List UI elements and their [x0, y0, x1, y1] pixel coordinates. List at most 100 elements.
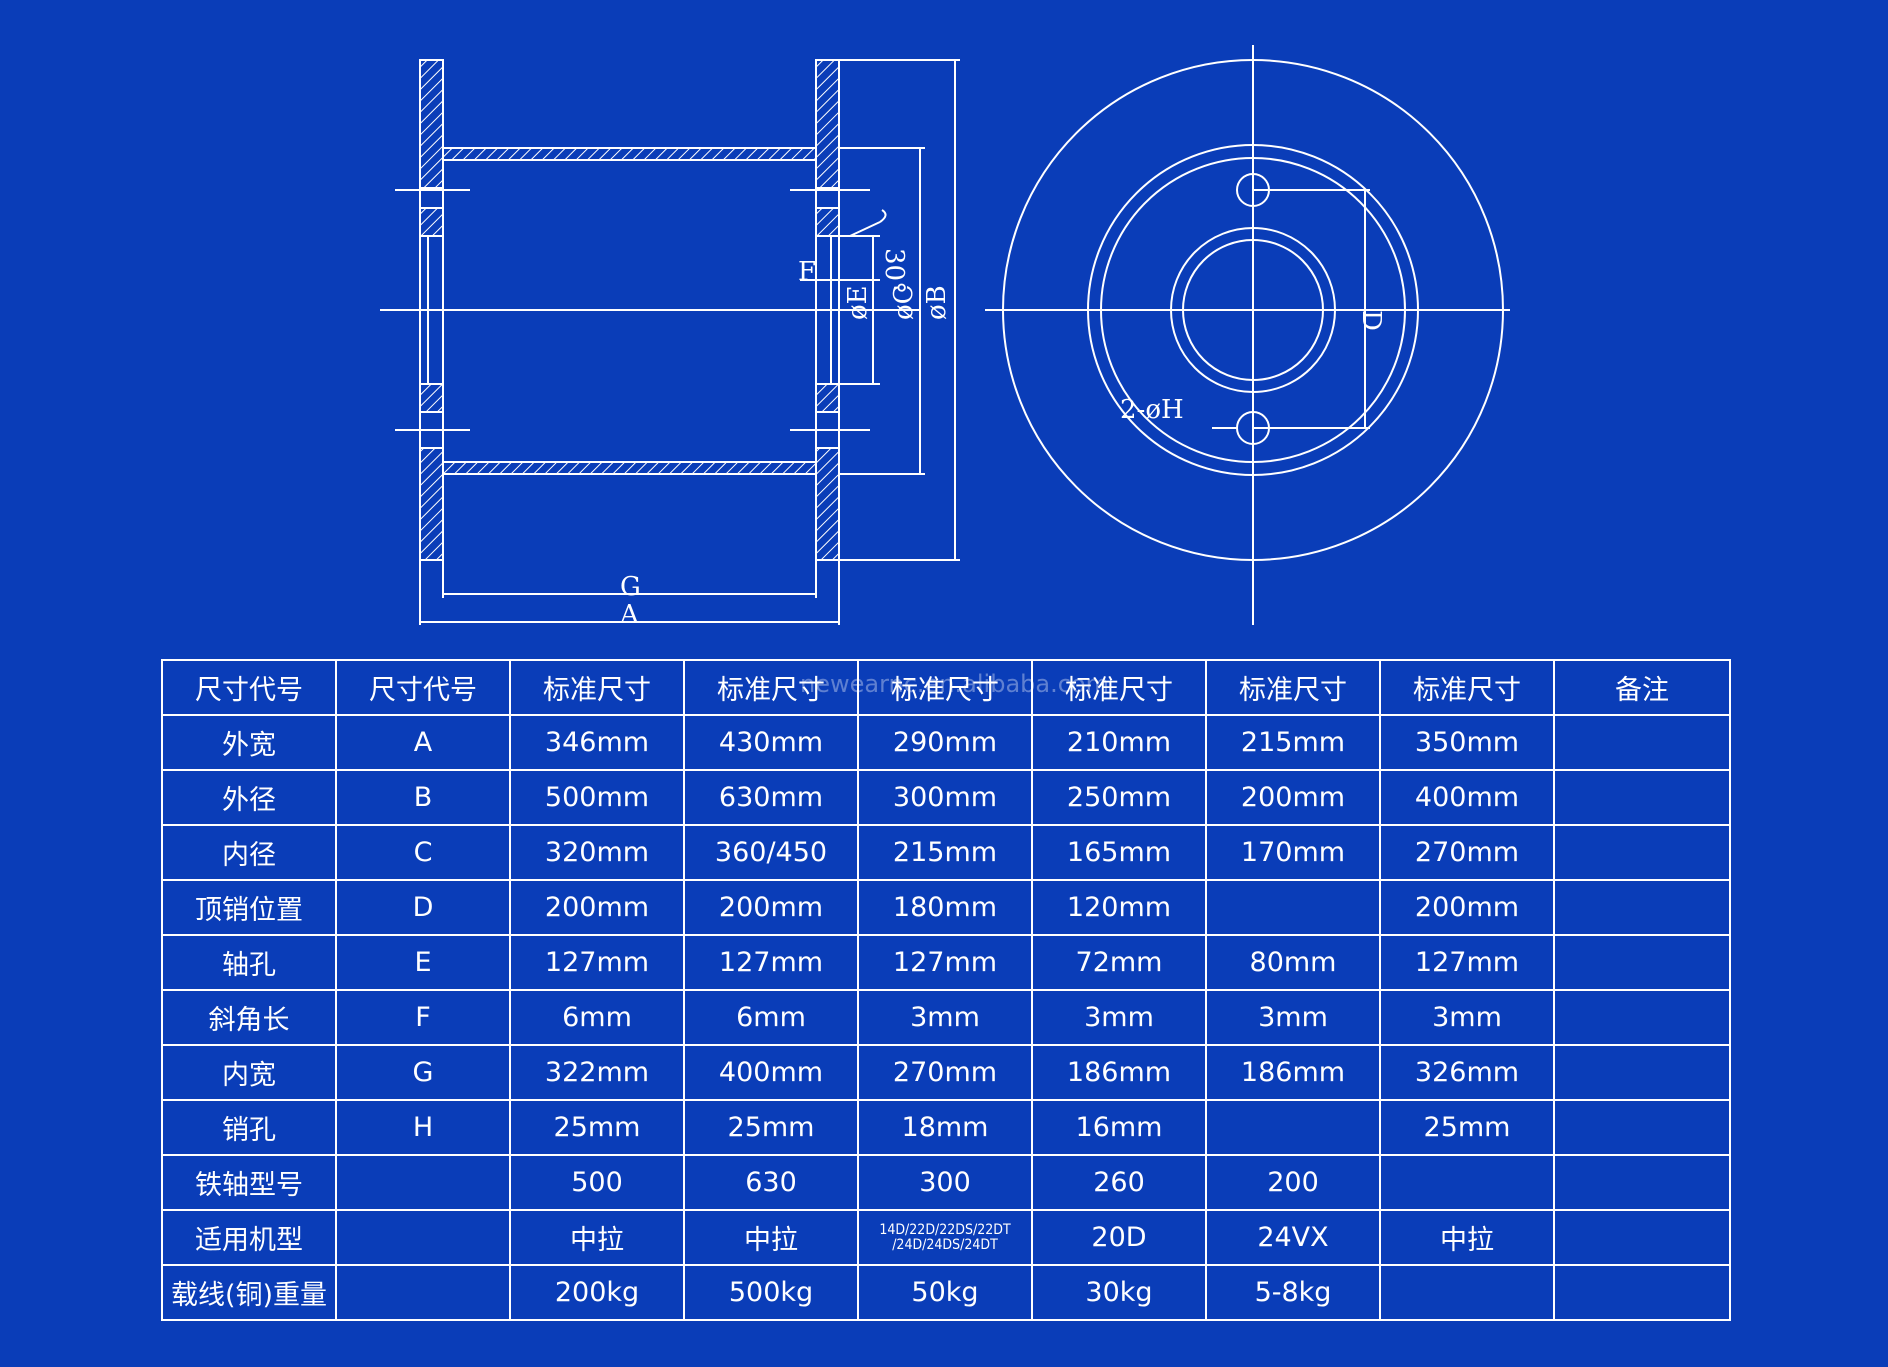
value-cell: 400mm — [1379, 769, 1555, 826]
value-cell: 346mm — [509, 714, 685, 771]
table-header-row: 尺寸代号 尺寸代号 标准尺寸 标准尺寸 标准尺寸 标准尺寸 标准尺寸 标准尺寸 … — [161, 659, 1731, 716]
dim-f-label: F — [798, 257, 816, 287]
value-cell: 3mm — [1031, 989, 1207, 1046]
value-cell: 180mm — [857, 879, 1033, 936]
value-cell: 127mm — [1379, 934, 1555, 991]
header-cell: 标准尺寸 — [683, 659, 859, 716]
value-cell: 25mm — [683, 1099, 859, 1156]
code-cell: D — [335, 879, 511, 936]
value-cell: 24VX — [1205, 1209, 1381, 1266]
header-cell: 备注 — [1553, 659, 1731, 716]
value-cell: 200kg — [509, 1264, 685, 1321]
side-view-labels: G A øB øC øE F 30° — [619, 248, 952, 630]
value-cell: 270mm — [1379, 824, 1555, 881]
value-cell: 300mm — [857, 769, 1033, 826]
value-cell: 25mm — [1379, 1099, 1555, 1156]
value-cell: 260 — [1031, 1154, 1207, 1211]
value-cell — [1553, 714, 1731, 771]
value-cell — [1553, 769, 1731, 826]
chamfer-angle-label: 30° — [879, 248, 909, 294]
header-cell: 尺寸代号 — [335, 659, 511, 716]
value-cell: 350mm — [1379, 714, 1555, 771]
code-cell: G — [335, 1044, 511, 1101]
value-cell: 200mm — [1205, 769, 1381, 826]
value-cell: 500kg — [683, 1264, 859, 1321]
dim-g-label: G — [620, 572, 641, 602]
value-cell: 290mm — [857, 714, 1033, 771]
value-cell: 18mm — [857, 1099, 1033, 1156]
header-cell: 标准尺寸 — [857, 659, 1033, 716]
value-cell: 210mm — [1031, 714, 1207, 771]
value-cell: 186mm — [1031, 1044, 1207, 1101]
value-cell: 127mm — [509, 934, 685, 991]
dim-b-label: øB — [922, 285, 952, 320]
value-cell — [1553, 824, 1731, 881]
value-cell: 430mm — [683, 714, 859, 771]
dim-e-label: øE — [843, 285, 873, 320]
pin-hole-label: 2-øH — [1120, 395, 1184, 425]
value-cell: 25mm — [509, 1099, 685, 1156]
row-label-cell: 斜角长 — [161, 989, 337, 1046]
row-label-cell: 外径 — [161, 769, 337, 826]
value-cell: 320mm — [509, 824, 685, 881]
value-cell: 中拉 — [509, 1209, 685, 1266]
row-label-cell: 顶销位置 — [161, 879, 337, 936]
value-cell: 200mm — [1379, 879, 1555, 936]
value-cell — [1553, 989, 1731, 1046]
row-label-cell: 铁轴型号 — [161, 1154, 337, 1211]
code-cell: B — [335, 769, 511, 826]
code-cell — [335, 1154, 511, 1211]
value-cell: 20D — [1031, 1209, 1207, 1266]
header-cell: 标准尺寸 — [509, 659, 685, 716]
row-label-cell: 外宽 — [161, 714, 337, 771]
value-cell: 630 — [683, 1154, 859, 1211]
value-cell — [1379, 1264, 1555, 1321]
value-cell: 127mm — [683, 934, 859, 991]
dim-a-label: A — [619, 600, 640, 630]
header-cell: 标准尺寸 — [1031, 659, 1207, 716]
value-cell: 50kg — [857, 1264, 1033, 1321]
row-label-cell: 销孔 — [161, 1099, 337, 1156]
value-cell: 6mm — [509, 989, 685, 1046]
value-cell — [1553, 1264, 1731, 1321]
value-cell — [1205, 1099, 1381, 1156]
value-cell: 186mm — [1205, 1044, 1381, 1101]
value-cell — [1553, 1154, 1731, 1211]
value-cell: 中拉 — [683, 1209, 859, 1266]
value-cell: 200mm — [683, 879, 859, 936]
value-cell: 30kg — [1031, 1264, 1207, 1321]
code-cell: C — [335, 824, 511, 881]
value-cell: 215mm — [857, 824, 1033, 881]
value-cell: 630mm — [683, 769, 859, 826]
value-cell: 200mm — [509, 879, 685, 936]
front-view — [985, 45, 1510, 625]
value-cell: 120mm — [1031, 879, 1207, 936]
value-cell: 72mm — [1031, 934, 1207, 991]
value-cell: 360/450 — [683, 824, 859, 881]
value-cell: 250mm — [1031, 769, 1207, 826]
dim-d-label: D — [1356, 310, 1386, 331]
value-cell — [1379, 1154, 1555, 1211]
value-cell — [1205, 879, 1381, 936]
header-cell: 标准尺寸 — [1379, 659, 1555, 716]
value-cell: 215mm — [1205, 714, 1381, 771]
front-view-labels: D 2-øH — [1120, 310, 1386, 425]
header-cell: 标准尺寸 — [1205, 659, 1381, 716]
value-cell: 80mm — [1205, 934, 1381, 991]
value-cell: 3mm — [857, 989, 1033, 1046]
dim-c-label: øC — [889, 284, 919, 320]
value-cell: 3mm — [1205, 989, 1381, 1046]
value-cell: 中拉 — [1379, 1209, 1555, 1266]
value-cell: 127mm — [857, 934, 1033, 991]
row-label-cell: 内宽 — [161, 1044, 337, 1101]
value-cell: 6mm — [683, 989, 859, 1046]
side-view — [380, 59, 960, 625]
